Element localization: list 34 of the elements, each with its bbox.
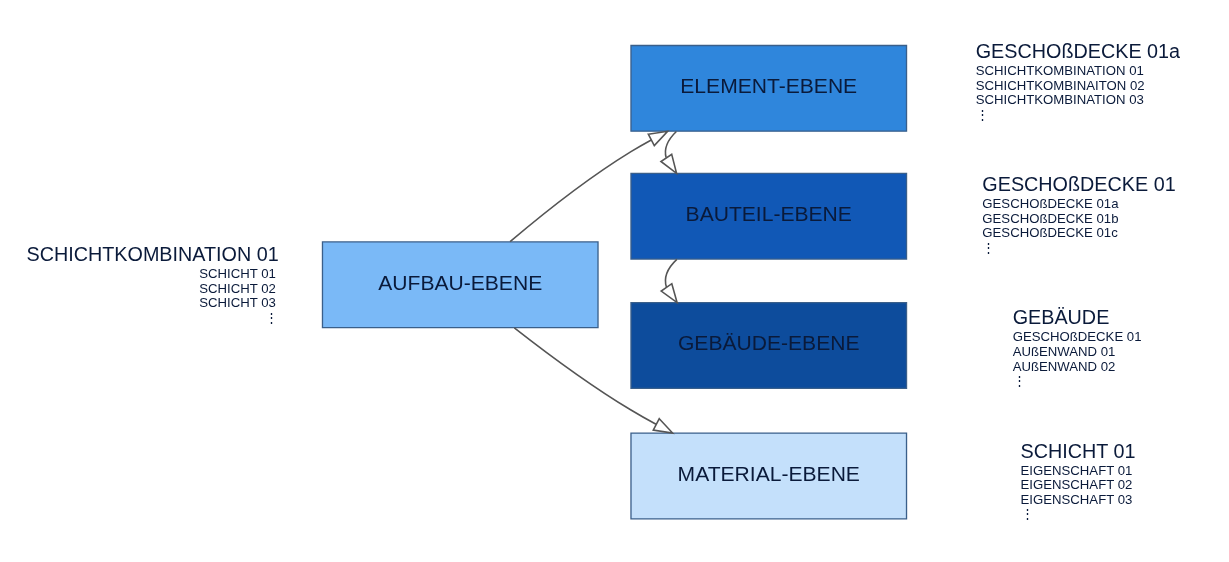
node-label: SCHICHTKOMBINAITON 02 (975, 77, 1145, 93)
arrow (513, 326, 675, 434)
node-label: GESCHOßDECKE 01a (982, 195, 1119, 211)
node-label: EIGENSCHAFT 01 (1020, 462, 1133, 478)
arrow (509, 129, 670, 242)
node-label: GESCHOßDECKE 01 (982, 172, 1176, 195)
node-label: GESCHOßDECKE 01 (1012, 328, 1142, 344)
node-label: ⋮ (265, 309, 279, 325)
node-label: ⋮ (982, 239, 996, 255)
node-label: GESCHOßDECKE 01b (982, 210, 1119, 226)
node-label: ⋮ (1020, 505, 1034, 521)
node-label: SCHICHT 01 (199, 265, 276, 281)
node-label: GESCHOßDECKE 01c (982, 224, 1118, 240)
node-label: SCHICHT 01 (1020, 439, 1136, 462)
node-label: ⋮ (975, 106, 989, 122)
node-box: AUFBAU-EBENE (321, 240, 599, 328)
node-label: GESCHOßDECKE 01a (975, 39, 1181, 62)
node-box: BAUTEIL-EBENE (630, 172, 908, 260)
node-box: MATERIAL-EBENE (630, 431, 908, 519)
node-label: SCHICHTKOMBINATION 01 (26, 242, 279, 265)
node-label: SCHICHT 02 (199, 280, 276, 296)
arrow (659, 258, 679, 304)
node-box: GEBÄUDE-EBENE (630, 301, 908, 389)
node-label: GEBÄUDE (1012, 305, 1110, 328)
node-box: ELEMENT-EBENE (630, 44, 908, 132)
node-label: SCHICHTKOMBINATION 01 (975, 62, 1144, 78)
node-label: SCHICHT 03 (199, 294, 276, 310)
node-label: ⋮ (1012, 372, 1026, 388)
node-label: SCHICHTKOMBINATION 03 (975, 91, 1144, 107)
node-label: AUßENWAND 02 (1012, 357, 1116, 373)
arrow (659, 130, 678, 175)
node-label: EIGENSCHAFT 03 (1020, 491, 1133, 507)
node-label: AUßENWAND 01 (1012, 343, 1116, 359)
node-label: EIGENSCHAFT 02 (1020, 476, 1133, 492)
